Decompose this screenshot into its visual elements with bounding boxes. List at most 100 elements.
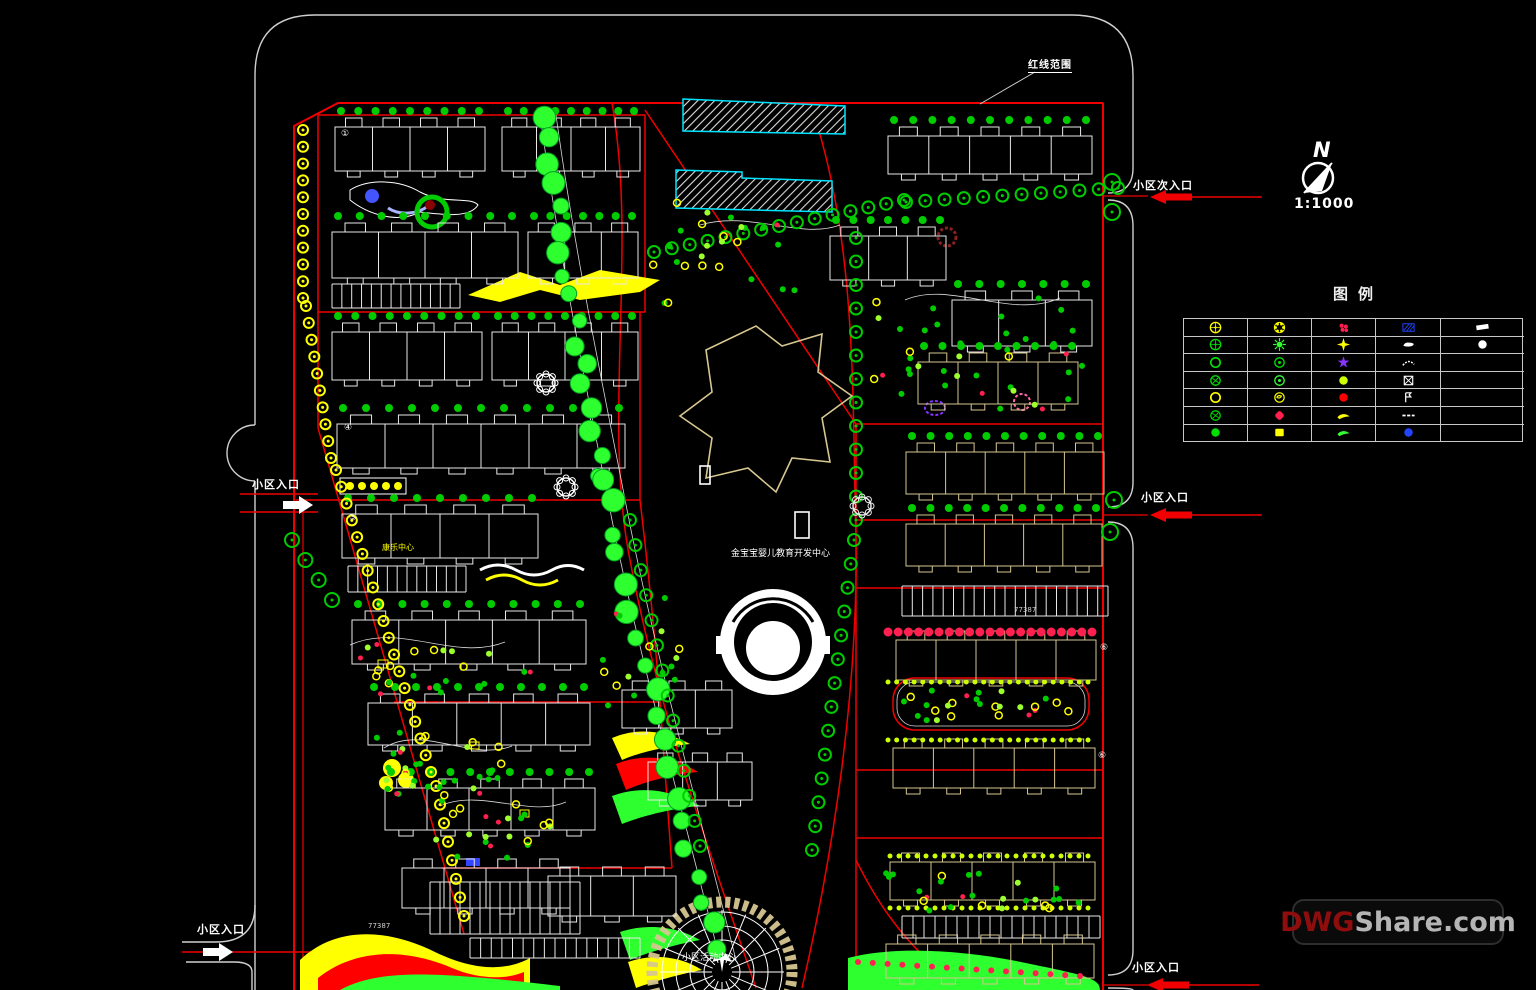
- entrance-label-bottom-left: 小区入口: [197, 923, 245, 936]
- legend-cell: [1248, 406, 1312, 425]
- legend-cell: [1312, 354, 1376, 372]
- seg-icon: [1210, 374, 1221, 386]
- plaza-label: 小区活动中心: [682, 951, 736, 963]
- svg-text:⑤: ⑤: [349, 513, 357, 523]
- legend-cell: [1376, 354, 1441, 372]
- legend-cell: [1248, 371, 1312, 390]
- legend-cell: [1248, 389, 1312, 407]
- dot-icon: [1339, 393, 1348, 402]
- legend-cell: [1184, 319, 1248, 337]
- entrance-arrows: [203, 190, 1262, 990]
- watermark-dwg: DWG: [1280, 906, 1355, 938]
- legend-cell: [1312, 336, 1376, 355]
- red-line-boundary: [182, 102, 1148, 990]
- seg-icon: [1210, 409, 1221, 421]
- entrance-label-right-middle: 小区入口: [1141, 491, 1189, 504]
- legend-cell: [1441, 337, 1524, 355]
- empty-icon: [1475, 408, 1490, 423]
- kindergarten-label: 金宝宝婴儿教育开发中心: [731, 547, 830, 559]
- legend-cell: [1184, 406, 1248, 425]
- tree-icon: [1209, 321, 1222, 334]
- legend-cell: [1376, 406, 1441, 425]
- flag-icon: [1404, 392, 1412, 403]
- swoosh-icon: [1337, 413, 1350, 420]
- hatched-buildings: [675, 98, 846, 213]
- arc-icon: [1401, 360, 1415, 366]
- svg-text:⑥: ⑥: [1100, 643, 1108, 653]
- legend-cell: [1441, 319, 1524, 337]
- legend-cell: [1376, 389, 1441, 407]
- tree-icon: [1209, 339, 1222, 351]
- legend-cell: [1248, 319, 1312, 337]
- swirl-icon: [1274, 392, 1285, 403]
- target-icon: [1274, 357, 1285, 368]
- legend-cell: [1441, 389, 1524, 407]
- legend-cell: [1376, 371, 1441, 390]
- ring-icon: [1209, 356, 1222, 369]
- key-icon: [1402, 342, 1414, 347]
- svg-text:⑥: ⑥: [1098, 751, 1106, 761]
- pond-water: [365, 189, 379, 203]
- north-letter: N: [1313, 138, 1331, 162]
- legend-title: 图例: [1332, 285, 1383, 303]
- hatch-icon: [1401, 323, 1415, 332]
- legend-cell: [1376, 319, 1441, 337]
- legend-cell: [1184, 336, 1248, 355]
- legend-cell: [1312, 371, 1376, 390]
- legend-cell: [1248, 336, 1312, 355]
- legend-cell: [1184, 389, 1248, 407]
- dot-icon: [1339, 375, 1348, 385]
- recreation-label: 康乐中心: [382, 542, 414, 552]
- square-icon: [1275, 429, 1284, 437]
- legend-cell: [1376, 336, 1441, 355]
- empty-icon: [1475, 355, 1490, 370]
- entrance-label-bottom-right: 小区入口: [1132, 961, 1180, 974]
- legend-cell: [1312, 424, 1376, 442]
- kindergarten-building: [678, 325, 854, 539]
- svg-text:77387: 77387: [1014, 606, 1036, 614]
- watermark-share: Share.com: [1354, 906, 1516, 938]
- star5-icon: [1337, 356, 1350, 368]
- cluster-icon: [1339, 323, 1348, 332]
- legend-cell: [1184, 371, 1248, 390]
- dot-icon: [1478, 340, 1487, 350]
- entrance-label-left-middle: 小区入口: [252, 478, 300, 491]
- bottom-plaza: [646, 896, 798, 990]
- outer-frame: [182, 14, 1134, 990]
- flower-icon: [1273, 321, 1286, 333]
- empty-icon: [1475, 373, 1490, 388]
- legend-cell: [1312, 389, 1376, 407]
- blob-icon: [1275, 410, 1284, 420]
- legend-cell: [1441, 407, 1524, 425]
- tree-layer: [284, 105, 1125, 979]
- legend-cell: [1441, 425, 1524, 442]
- ring-icon: [1209, 392, 1222, 404]
- road-junction-circles: [533, 370, 875, 519]
- redline-annotation: 红线范围: [1028, 56, 1072, 73]
- legend-table: [1183, 318, 1524, 443]
- redline-leader: [979, 71, 1036, 105]
- legend-cell: [1376, 424, 1441, 442]
- legend-cell: [1184, 424, 1248, 442]
- legend-cell: [1248, 354, 1312, 372]
- legend-cell: [1248, 424, 1312, 442]
- empty-icon: [1475, 425, 1490, 440]
- star4-icon: [1336, 338, 1351, 352]
- canopy-icon: [1476, 323, 1489, 331]
- svg-text:77387: 77387: [368, 922, 390, 930]
- scale-label: 1:1000: [1294, 196, 1355, 212]
- swoosh-icon: [1337, 431, 1350, 437]
- empty-icon: [1475, 390, 1490, 405]
- sun-icon: [1273, 338, 1286, 352]
- shrub-layer: [357, 198, 1086, 914]
- entrance-label-secondary-top-right: 小区次入口: [1133, 179, 1193, 192]
- pedestrian-paths: [349, 114, 1086, 961]
- legend-panel: 图例: [1183, 283, 1524, 443]
- legend-cell: [1312, 319, 1376, 337]
- north-arrow: [1301, 161, 1335, 195]
- legend-cell: [1312, 406, 1376, 425]
